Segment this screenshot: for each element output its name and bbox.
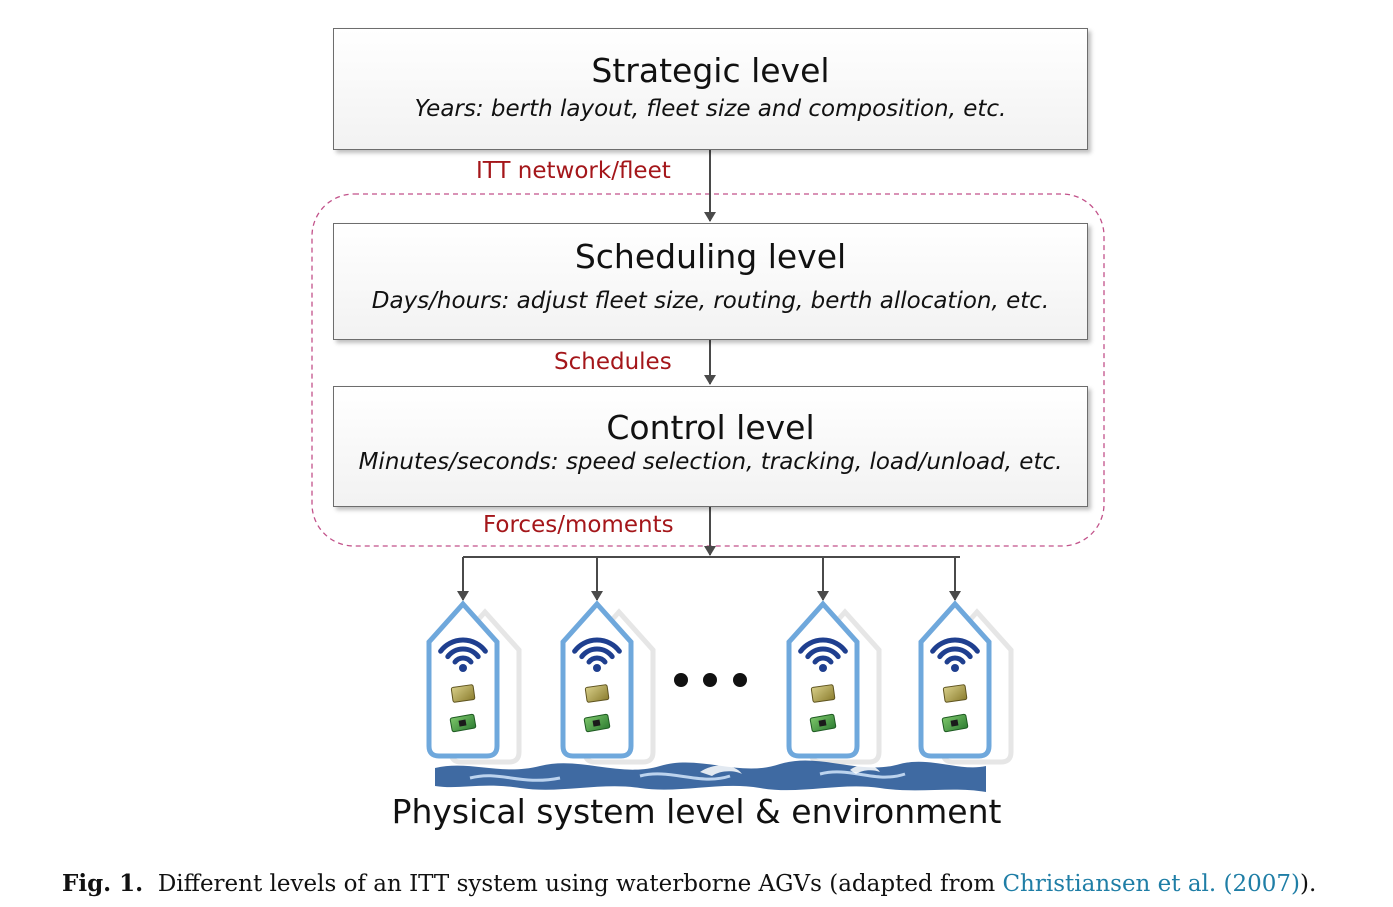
wifi-icon-arc xyxy=(937,646,973,660)
wifi-icon-arc xyxy=(572,637,622,654)
wifi-icon-arc xyxy=(445,646,481,660)
vessel xyxy=(560,600,656,765)
control-level-title: Control level xyxy=(606,408,815,447)
scheduling-level-box: Scheduling level Days/hours: adjust flee… xyxy=(333,223,1088,340)
vessel xyxy=(918,600,1014,765)
ellipsis-dot xyxy=(703,673,717,687)
wifi-icon-arc xyxy=(452,655,474,665)
wifi-icon-arc xyxy=(944,655,966,665)
wifi-icon-arc xyxy=(438,637,488,654)
water-waves xyxy=(435,760,986,792)
wifi-icon-arc xyxy=(805,646,841,660)
caption-text: Different levels of an ITT system using … xyxy=(157,871,1003,897)
caption-reference-link[interactable]: Christiansen et al. (2007) xyxy=(1002,871,1301,897)
flow-label-itt-network: ITT network/fleet xyxy=(476,158,671,184)
vessel-hull xyxy=(426,600,500,759)
chip-icon xyxy=(942,684,968,703)
control-level-subtitle: Minutes/seconds: speed selection, tracki… xyxy=(358,449,1063,475)
wifi-icon-dot xyxy=(951,664,959,672)
circuit-board-chip xyxy=(818,719,827,727)
circuit-board-chip xyxy=(592,719,601,727)
circuit-board-chip xyxy=(458,719,467,727)
vessel xyxy=(426,600,522,765)
wifi-icon-arc xyxy=(798,637,848,654)
wifi-icon-dot xyxy=(593,664,601,672)
caption-end: ). xyxy=(1300,871,1317,897)
vessel-hull xyxy=(786,600,860,759)
wifi-icon-arc xyxy=(930,637,980,654)
ellipsis-dot xyxy=(733,673,747,687)
flow-label-schedules: Schedules xyxy=(554,349,672,375)
vessel-group xyxy=(426,600,1014,765)
vessel-hull xyxy=(918,600,992,759)
circuit-board-chip xyxy=(950,719,959,727)
scheduling-level-title: Scheduling level xyxy=(574,237,847,276)
wifi-icon-dot xyxy=(459,664,467,672)
wifi-icon-arc xyxy=(812,655,834,665)
flow-label-forces: Forces/moments xyxy=(483,512,674,538)
vessel xyxy=(786,600,882,765)
chip-icon xyxy=(584,684,610,703)
vessel-drop-arrows xyxy=(457,557,961,601)
wifi-icon-dot xyxy=(819,664,827,672)
chip-icon xyxy=(450,684,476,703)
wifi-icon-arc xyxy=(579,646,615,660)
scheduling-level-subtitle: Days/hours: adjust fleet size, routing, … xyxy=(371,288,1050,314)
strategic-level-title: Strategic level xyxy=(591,51,830,90)
vessel-hull xyxy=(560,600,634,759)
control-level-box: Control level Minutes/seconds: speed sel… xyxy=(333,386,1088,507)
physical-system-label: Physical system level & environment xyxy=(391,792,1002,831)
caption-fig-number: Fig. 1. xyxy=(62,870,144,897)
chip-icon xyxy=(810,684,836,703)
ellipsis-dot xyxy=(674,673,688,687)
strategic-level-box: Strategic level Years: berth layout, fle… xyxy=(333,28,1088,150)
figure-caption: Fig. 1. Different levels of an ITT syste… xyxy=(62,870,1316,897)
wifi-icon-arc xyxy=(586,655,608,665)
strategic-level-subtitle: Years: berth layout, fleet size and comp… xyxy=(414,96,1007,122)
